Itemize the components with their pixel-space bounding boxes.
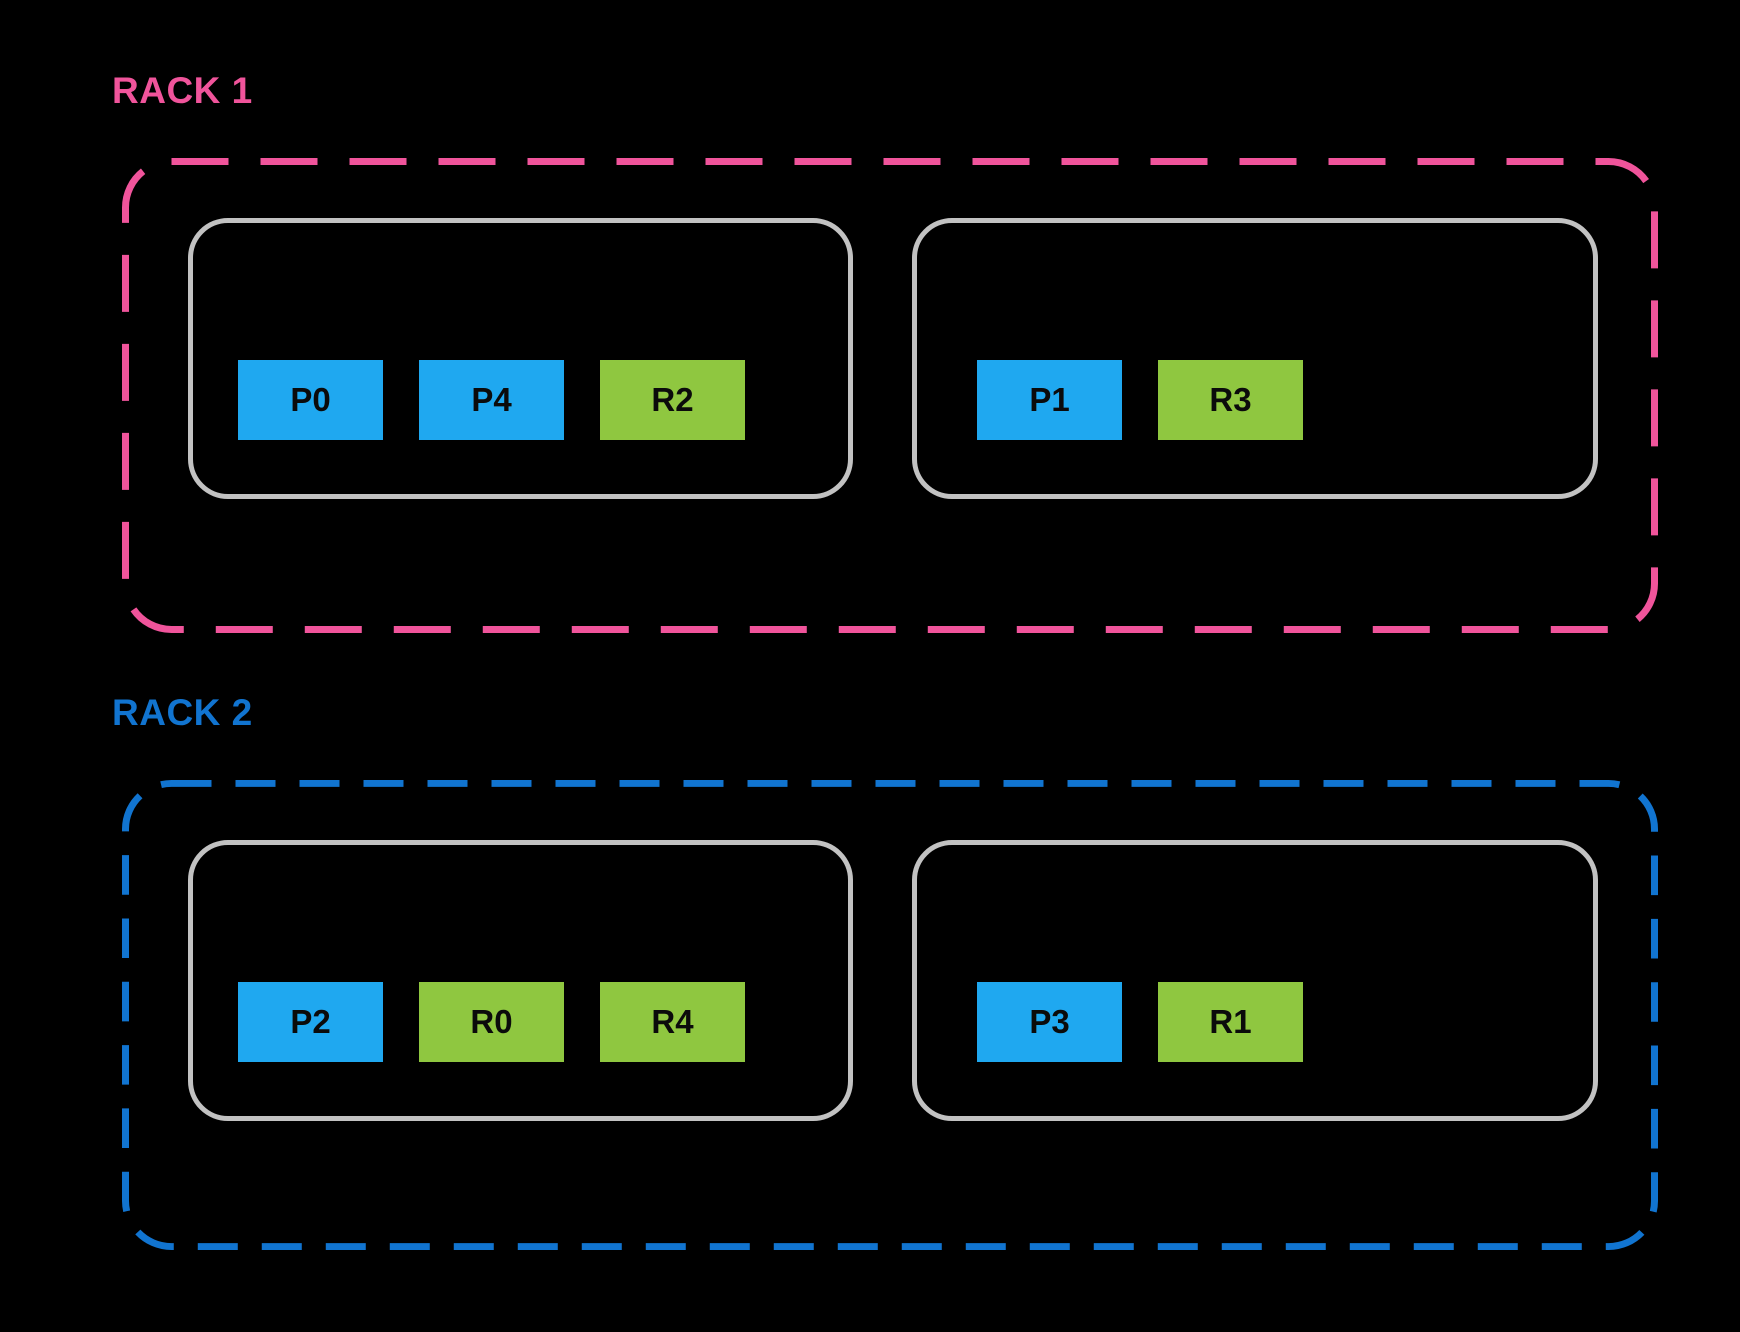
rack-1-title: RACK 1	[112, 70, 253, 111]
primary-shard-p2: P2	[238, 982, 383, 1062]
rack-1-node-2: P1 R3	[912, 218, 1598, 499]
rack-1-node-1: P0 P4 R2	[188, 218, 853, 499]
shard-row: P1 R3	[977, 360, 1303, 440]
replica-shard-r0: R0	[419, 982, 564, 1062]
replica-shard-r3: R3	[1158, 360, 1303, 440]
replica-shard-r1: R1	[1158, 982, 1303, 1062]
rack-boundary: P2 R0 R4 P3 R1	[122, 780, 1658, 1250]
primary-shard-p4: P4	[419, 360, 564, 440]
shard-row: P3 R1	[977, 982, 1303, 1062]
replica-shard-r2: R2	[600, 360, 745, 440]
rack-2-title: RACK 2	[112, 692, 253, 733]
rack-2-node-1: P2 R0 R4	[188, 840, 853, 1121]
replica-shard-r4: R4	[600, 982, 745, 1062]
shard-row: P0 P4 R2	[238, 360, 745, 440]
rack-dashed-border	[122, 780, 1658, 1250]
rack-dashed-border	[122, 158, 1658, 633]
primary-shard-p3: P3	[977, 982, 1122, 1062]
primary-shard-p0: P0	[238, 360, 383, 440]
shard-row: P2 R0 R4	[238, 982, 745, 1062]
rack-boundary: P0 P4 R2 P1 R3	[122, 158, 1658, 633]
rack-2-node-2: P3 R1	[912, 840, 1598, 1121]
primary-shard-p1: P1	[977, 360, 1122, 440]
